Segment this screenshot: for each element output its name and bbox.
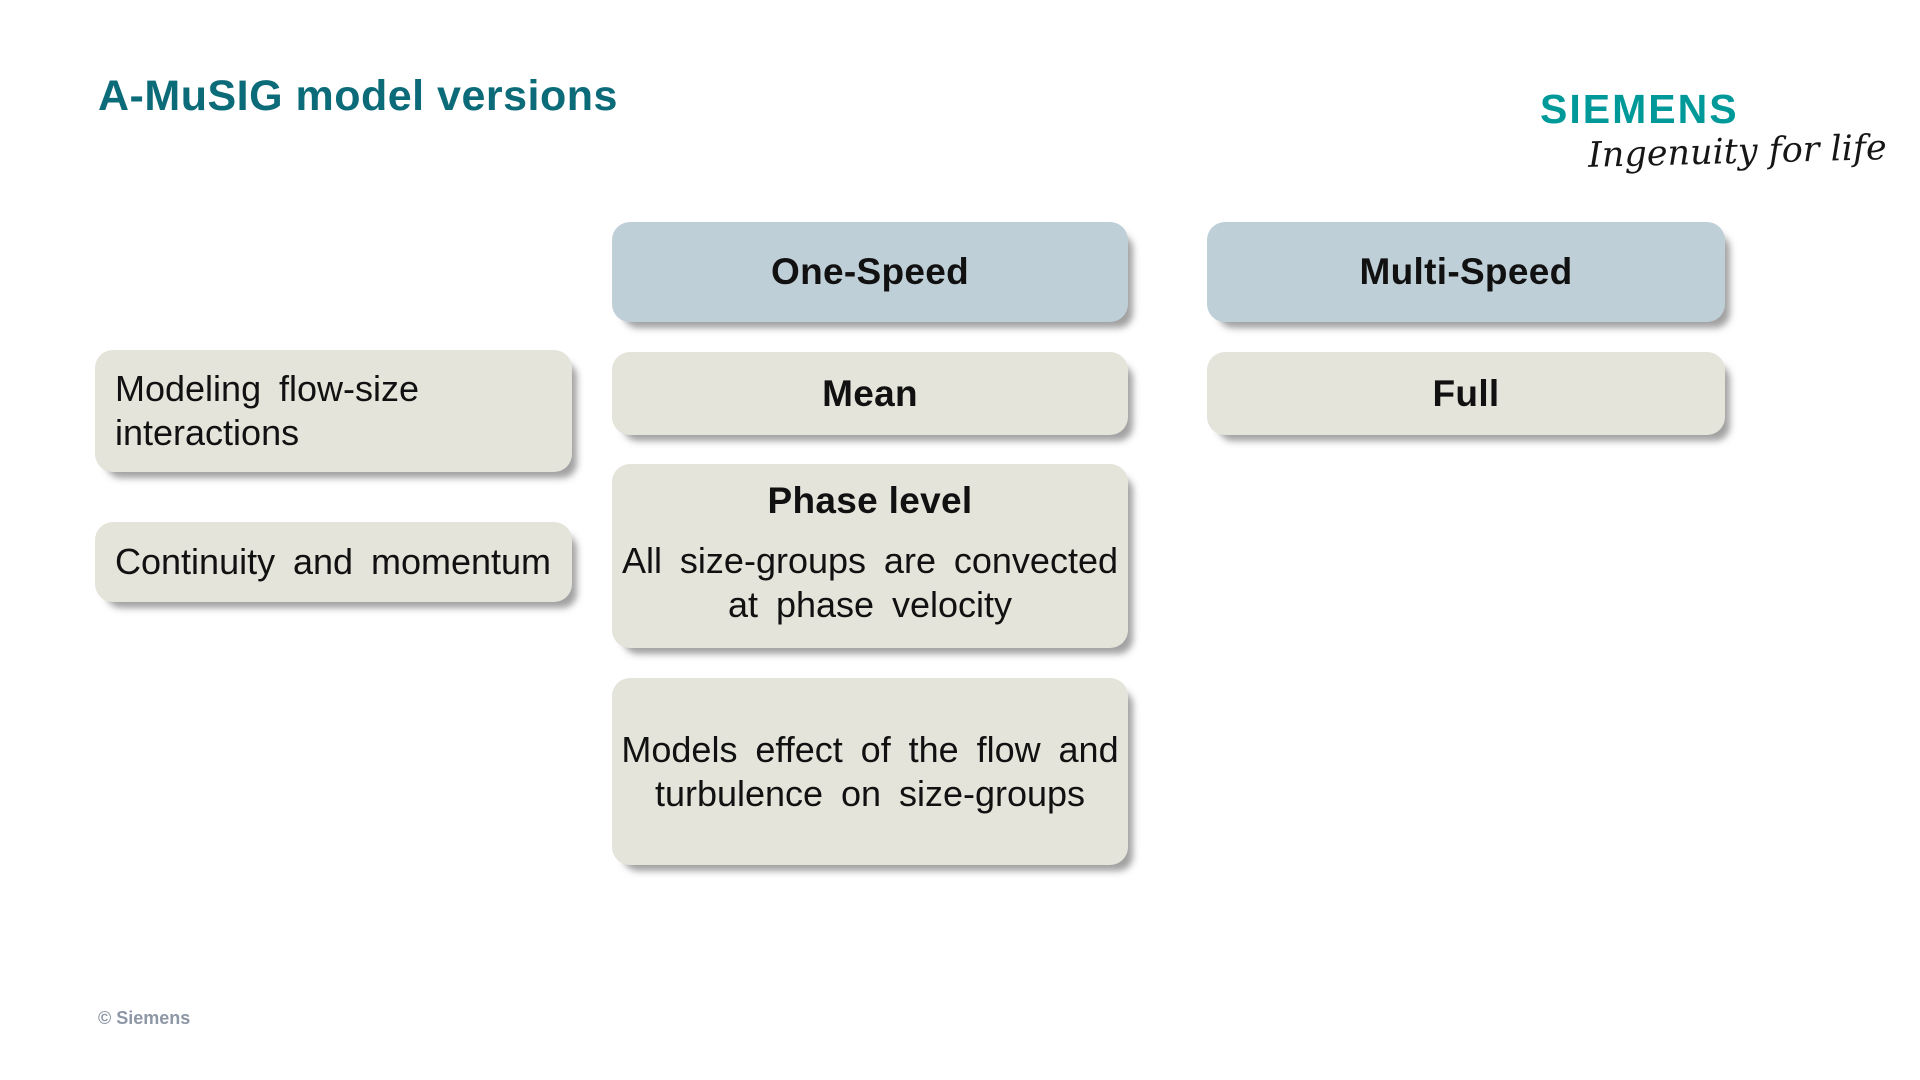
row-label-line: interactions bbox=[115, 412, 300, 453]
models-effect-box: Models effect of the flow and turbulence… bbox=[612, 678, 1128, 865]
mean-label: Mean bbox=[822, 372, 918, 414]
phase-body-line: All size-groups are convected bbox=[622, 540, 1118, 581]
phase-body-line: at phase velocity bbox=[728, 584, 1012, 625]
full-box: Full bbox=[1207, 352, 1725, 435]
row-label-line: Continuity and momentum bbox=[115, 541, 552, 582]
models-effect-line: Models effect of the flow and bbox=[621, 728, 1119, 770]
row-label-line: Modeling flow-size bbox=[115, 368, 420, 409]
page-title: A-MuSIG model versions bbox=[98, 72, 618, 120]
phase-level-body: All size-groups are convected at phase v… bbox=[622, 539, 1118, 627]
mean-box: Mean bbox=[612, 352, 1128, 435]
copyright-notice: © Siemens bbox=[98, 1008, 191, 1028]
models-effect-line: turbulence on size-groups bbox=[654, 772, 1086, 814]
row-label-flow-size-box: Modeling flow-size interactions bbox=[95, 350, 572, 472]
siemens-logo: SIEMENS bbox=[1540, 86, 1739, 132]
phase-level-box: Phase level All size-groups are convecte… bbox=[612, 464, 1128, 648]
one-speed-label: One-Speed bbox=[770, 251, 970, 292]
models-effect-text: Models effect of the flow and turbulence… bbox=[621, 728, 1118, 816]
multi-speed-header-box: Multi-Speed bbox=[1207, 222, 1725, 322]
multi-speed-label: Multi-Speed bbox=[1359, 251, 1573, 292]
row-label-continuity-box: Continuity and momentum bbox=[95, 522, 572, 602]
siemens-tagline: Ingenuity for life bbox=[1587, 128, 1888, 176]
one-speed-header-box: One-Speed bbox=[612, 222, 1128, 322]
phase-level-heading: Phase level bbox=[767, 480, 973, 521]
full-label: Full bbox=[1432, 372, 1500, 414]
